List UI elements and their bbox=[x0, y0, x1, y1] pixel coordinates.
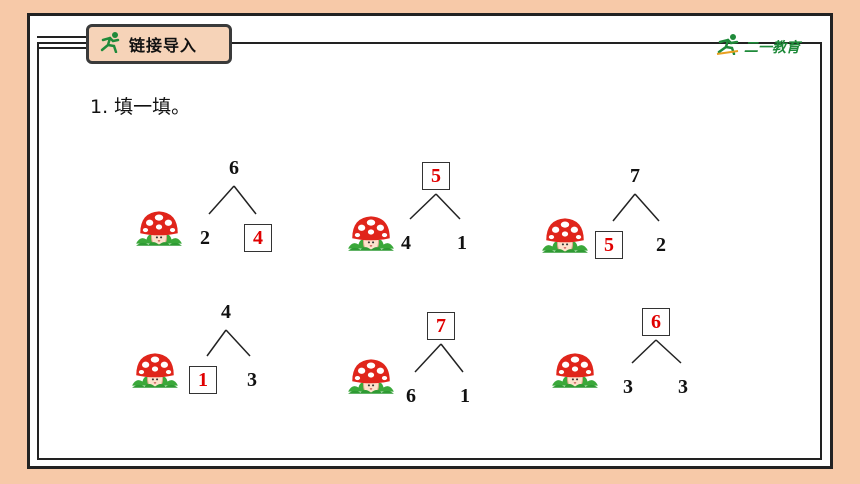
answer-box: 5 bbox=[422, 162, 450, 190]
mushroom-icon bbox=[347, 215, 395, 252]
part-number: 1 bbox=[460, 385, 470, 407]
answer-box: 5 bbox=[595, 231, 623, 259]
whole-number: 6 bbox=[229, 157, 239, 179]
mushroom-icon bbox=[135, 210, 183, 247]
mushroom-icon bbox=[541, 217, 589, 254]
runner-icon bbox=[99, 31, 123, 58]
part-number: 1 bbox=[457, 232, 467, 254]
brand-logo: 二一教育 bbox=[716, 33, 800, 60]
task-title: 1. 填一填。 bbox=[90, 96, 191, 118]
section-tag: 链接导入 bbox=[86, 24, 232, 64]
whole-number: 4 bbox=[221, 301, 231, 323]
whole-number: 7 bbox=[630, 165, 640, 187]
mushroom-icon bbox=[551, 352, 599, 389]
section-tag-label: 链接导入 bbox=[129, 36, 198, 55]
answer-box: 7 bbox=[427, 312, 455, 340]
brand-runner-icon bbox=[716, 33, 742, 60]
part-number: 4 bbox=[401, 232, 411, 254]
part-number: 6 bbox=[406, 385, 416, 407]
answer-box: 1 bbox=[189, 366, 217, 394]
part-number: 2 bbox=[200, 227, 210, 249]
content-border bbox=[37, 42, 822, 460]
answer-box: 4 bbox=[244, 224, 272, 252]
part-number: 3 bbox=[678, 376, 688, 398]
header-rule-top bbox=[37, 36, 87, 38]
answer-box: 6 bbox=[642, 308, 670, 336]
part-number: 3 bbox=[623, 376, 633, 398]
part-number: 3 bbox=[247, 369, 257, 391]
header-rule-bottom bbox=[37, 47, 87, 49]
mushroom-icon bbox=[131, 352, 179, 389]
mushroom-icon bbox=[347, 358, 395, 395]
part-number: 2 bbox=[656, 234, 666, 256]
brand-name: 二一教育 bbox=[744, 39, 800, 56]
